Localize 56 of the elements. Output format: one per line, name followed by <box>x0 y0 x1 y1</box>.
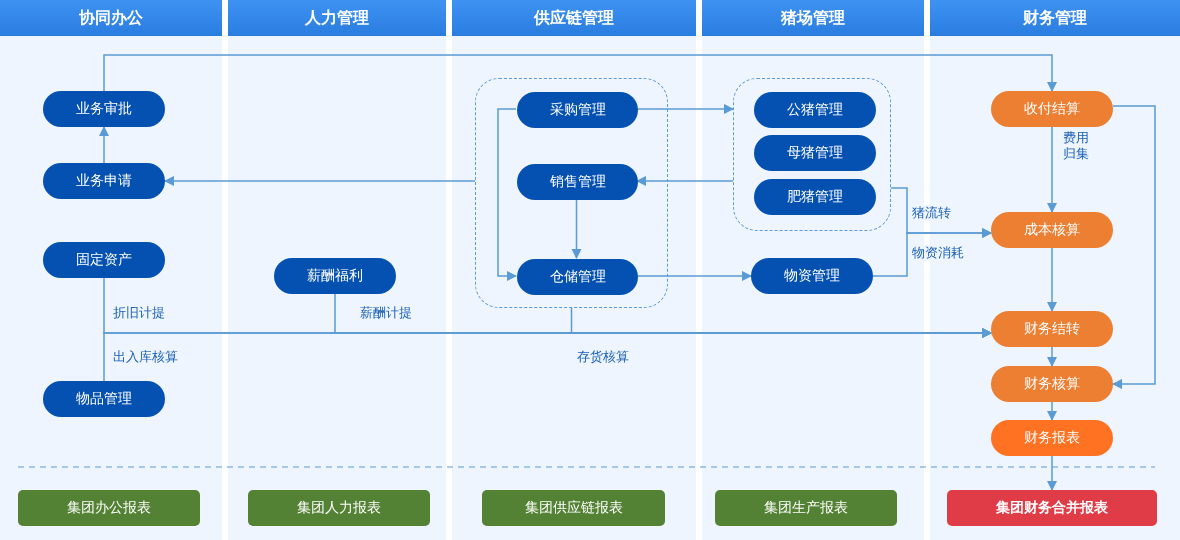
arrow <box>571 198 582 260</box>
process-pill: 固定资产 <box>43 242 165 278</box>
dashed-group-frame <box>475 78 668 308</box>
swimlane <box>702 0 924 540</box>
process-pill: 肥猪管理 <box>754 179 876 215</box>
arrow <box>1046 126 1058 214</box>
process-pill: 收付结算 <box>991 91 1113 127</box>
edge-label: 费用归集 <box>1063 130 1091 163</box>
swimlane <box>228 0 446 540</box>
report-box: 集团生产报表 <box>715 490 897 526</box>
arrow <box>872 227 993 277</box>
arrow <box>497 108 518 282</box>
process-pill: 财务报表 <box>991 420 1113 456</box>
lane-header: 人力管理 <box>228 0 446 36</box>
process-pill: 业务审批 <box>43 91 165 127</box>
process-pill: 业务申请 <box>43 163 165 199</box>
arrow <box>163 175 476 187</box>
arrow <box>1046 401 1058 422</box>
report-box: 集团供应链报表 <box>482 490 665 526</box>
arrow <box>570 307 993 339</box>
edge-label: 物资消耗 <box>912 245 964 262</box>
dashed-group-frame <box>733 78 891 231</box>
lane-header: 供应链管理 <box>452 0 696 36</box>
process-pill: 母猪管理 <box>754 135 876 171</box>
arrow <box>1046 346 1058 368</box>
report-box: 集团财务合并报表 <box>947 490 1157 526</box>
process-pill: 成本核算 <box>991 212 1113 248</box>
process-pill: 财务结转 <box>991 311 1113 347</box>
report-box: 集团人力报表 <box>248 490 430 526</box>
arrow <box>1111 105 1156 390</box>
report-box: 集团办公报表 <box>18 490 200 526</box>
process-pill: 采购管理 <box>517 92 638 128</box>
edge-label: 猪流转 <box>912 205 951 222</box>
process-pill: 物资管理 <box>751 258 873 294</box>
arrow <box>1046 247 1058 313</box>
lane-header: 猪场管理 <box>702 0 924 36</box>
edge-label: 折旧计提 <box>113 305 165 322</box>
process-pill: 公猪管理 <box>754 92 876 128</box>
arrow <box>98 125 110 164</box>
swimlane <box>452 0 696 540</box>
edge-label: 存货核算 <box>577 349 629 366</box>
process-pill: 仓储管理 <box>517 259 638 295</box>
edge-label: 薪酬计提 <box>360 305 412 322</box>
process-pill: 销售管理 <box>517 164 638 200</box>
arrow <box>1046 455 1058 492</box>
edge-label: 出入库核算 <box>113 349 178 366</box>
lane-header: 财务管理 <box>930 0 1180 36</box>
process-pill: 财务核算 <box>991 366 1113 402</box>
arrow <box>635 175 734 187</box>
lane-header: 协同办公 <box>0 0 222 36</box>
process-pill: 物品管理 <box>43 381 165 417</box>
process-pill: 薪酬福利 <box>274 258 396 294</box>
arrow <box>636 103 735 115</box>
arrow <box>636 270 753 282</box>
swimlane <box>0 0 222 540</box>
arrow <box>103 54 1058 93</box>
